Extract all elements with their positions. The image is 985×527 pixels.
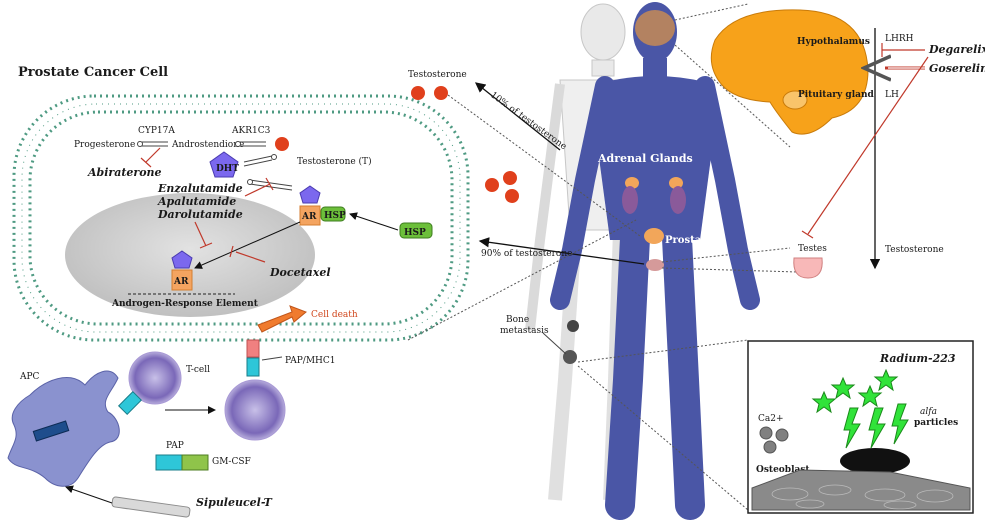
bone-metastasis-label-1: Bone <box>506 315 529 325</box>
lhrh-label: LHRH <box>885 34 914 44</box>
prostate-organ <box>644 228 664 244</box>
degarelix-label: Degarelix <box>928 43 985 56</box>
axis-testosterone-label: Testosterone <box>885 245 944 255</box>
ar-receptor-nucleus <box>171 269 193 291</box>
are-label: Androgen-Response Element <box>111 299 259 309</box>
ar-label-nucleus: AR <box>173 277 189 287</box>
tcell-1 <box>128 351 182 405</box>
darolutamide-label: Darolutamide <box>157 208 243 221</box>
testosterone-t-label: Testosterone (T) <box>297 156 372 167</box>
bone-metastasis-label-2: metastasis <box>500 326 549 336</box>
ar-label-cytoplasm: AR <box>301 212 317 222</box>
radium-label: Radium-223 <box>879 352 956 365</box>
pap-label: PAP <box>166 441 184 451</box>
goserelin-label: Goserelin <box>929 62 985 75</box>
testosterone-molecule <box>275 137 289 151</box>
gmcsf-molecule <box>181 454 209 471</box>
dht-molecule <box>209 151 239 178</box>
ar-receptor <box>299 205 321 226</box>
hsp-box-cytoplasm <box>320 206 346 222</box>
ca-label: Ca2+ <box>758 414 784 424</box>
lh-label: LH <box>885 90 899 100</box>
tcell-label: T-cell <box>186 365 210 375</box>
hsp-box-free <box>399 222 433 239</box>
cell-membrane <box>12 94 470 342</box>
connector-lines <box>407 3 799 511</box>
pap-mhc1-label: PAP/MHC1 <box>285 356 336 366</box>
radium-stars <box>811 368 899 414</box>
androstendione-label: Androstendione <box>171 140 244 150</box>
testes-organ <box>793 257 823 279</box>
ninety-percent-label: 90% of testosterone <box>481 249 572 259</box>
alfa-bolts <box>843 403 909 449</box>
apc-receptor <box>32 420 70 442</box>
prostate-label: Prostate <box>665 235 712 246</box>
brain <box>710 9 869 135</box>
osteoblast-label: Osteoblast <box>756 465 810 475</box>
pap-molecule <box>155 454 183 471</box>
bone-metastasis-spot <box>567 320 579 332</box>
hsp-label-free: HSP <box>404 228 426 238</box>
tcell-2 <box>224 379 286 441</box>
docetaxel-label: Docetaxel <box>269 266 331 279</box>
particles-label: particles <box>914 418 958 428</box>
cell-death-label: Cell death <box>311 310 358 320</box>
progesterone-label: Progesterone <box>74 140 135 150</box>
testosterone-top-label: Testosterone <box>408 70 467 80</box>
abiraterone-label: Abiraterone <box>87 166 162 179</box>
sipuleucel-label: Sipuleucel-T <box>196 496 273 509</box>
nucleus <box>65 193 315 317</box>
adrenal-left <box>625 177 639 189</box>
hsp-label-cytoplasm: HSP <box>324 211 346 221</box>
hypothalamus-label: Hypothalamus <box>797 37 870 47</box>
gmcsf-label: GM-CSF <box>212 457 251 467</box>
adrenal-glands-label: Adrenal Glands <box>597 152 693 165</box>
enzalutamide-label: Enzalutamide <box>157 182 243 195</box>
adrenal-right <box>669 177 683 189</box>
apc-label: APC <box>19 372 40 382</box>
testes-label: Testes <box>798 244 827 254</box>
figure-title: Prostate Cancer Cell <box>18 65 168 80</box>
syringe <box>111 496 191 518</box>
human-body <box>550 2 760 520</box>
alfa-label: alfa <box>920 407 937 417</box>
pituitary-label: Pituitary gland <box>798 90 874 100</box>
akr1c3-label: AKR1C3 <box>231 126 271 136</box>
apalutamide-label: Apalutamide <box>157 195 236 208</box>
cyp17a-label: CYP17A <box>138 126 175 136</box>
cell-death-arrow <box>257 305 307 333</box>
osteoblast <box>840 448 910 474</box>
dht-label: DHT <box>216 164 239 174</box>
